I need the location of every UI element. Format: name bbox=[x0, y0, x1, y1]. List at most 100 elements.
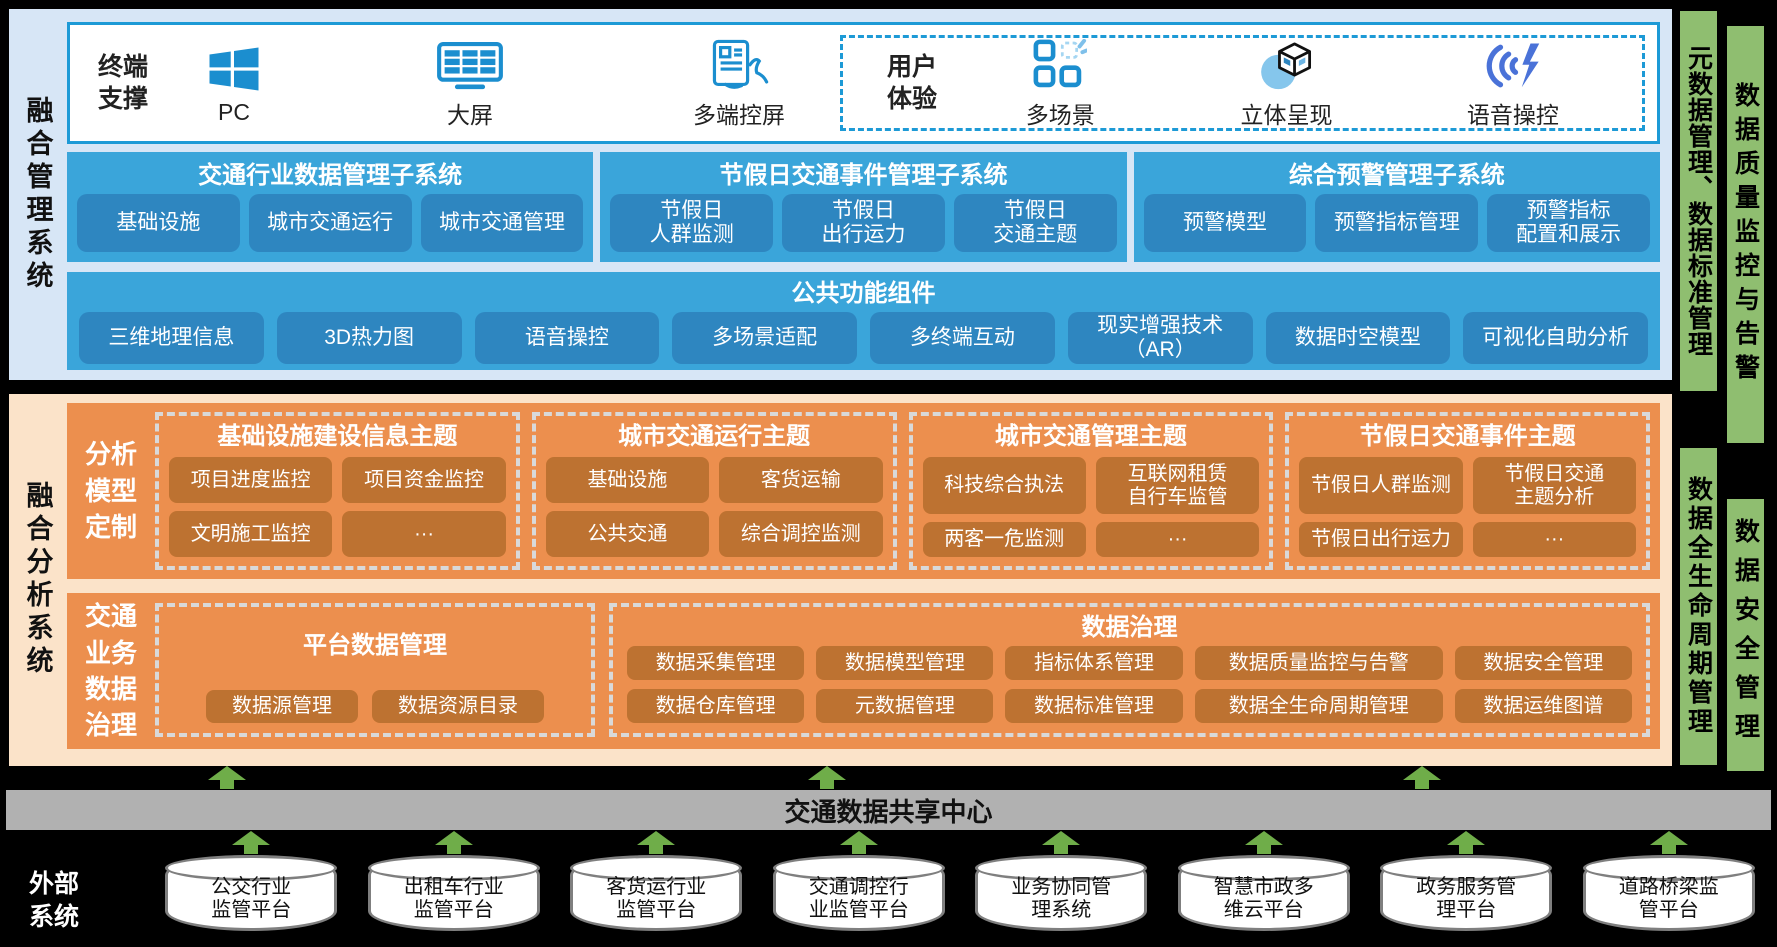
topic-urban-traffic-operation: 城市交通运行主题 基础设施 客货运输 公共交通 综合调控监测 bbox=[531, 412, 897, 570]
ux-item-label: 语音操控 bbox=[1466, 101, 1559, 128]
fusion-analysis-content: 分析 模型 定制 基础设施建设信息主题 项目进度监控 项目资金监控 文明施工监控… bbox=[67, 394, 1672, 766]
data-governance-rows: 数据采集管理 数据模型管理 指标体系管理 数据质量监控与告警 数据安全管理 数据… bbox=[627, 646, 1632, 723]
governance-button: 数据仓库管理 bbox=[627, 689, 805, 723]
external-platform-cylinder: 道路桥梁监 管平台 bbox=[1582, 855, 1755, 931]
external-platforms-row: 公交行业 监管平台 出租车行业 监管平台 客货运行业 监管平台 交通调控行 业监… bbox=[150, 855, 1770, 933]
data-governance-title: 数据治理 bbox=[1081, 614, 1178, 641]
common-component-button: 语音操控 bbox=[474, 312, 660, 365]
platform-data-management-box: 平台数据管理 数据源管理 数据资源目录 bbox=[155, 603, 595, 737]
user-experience-label: 用户 体验 bbox=[887, 52, 938, 114]
data-governance-boxes: 平台数据管理 数据源管理 数据资源目录 数据治理 数据采集管理 数据模型管理 bbox=[155, 593, 1660, 749]
ux-item-label: 多场景 bbox=[1025, 101, 1095, 128]
terminal-support-box: 终端 支撑 PC bbox=[67, 22, 1660, 144]
cylinder-label: 智慧市政多 维云平台 bbox=[1213, 876, 1314, 921]
data-governance-panel: 交通 业务 数据 治理 平台数据管理 数据源管理 数据资源目录 数据治理 bbox=[67, 593, 1660, 749]
big-screen-icon bbox=[437, 37, 503, 95]
topic-button-ellipsis: ··· bbox=[1472, 522, 1636, 557]
topic-title: 城市交通运行主题 bbox=[618, 423, 811, 450]
subsystem-button: 预警指标管理 bbox=[1315, 194, 1479, 252]
up-arrow bbox=[208, 766, 246, 789]
cylinder-label: 公交行业 监管平台 bbox=[211, 876, 292, 921]
topic-title: 节假日交通事件主题 bbox=[1359, 423, 1576, 450]
terminal-item-label: 多端控屏 bbox=[693, 101, 786, 128]
governance-button: 数据标准管理 bbox=[1005, 689, 1183, 723]
subsystem-button: 节假日 出行运力 bbox=[782, 194, 945, 252]
up-arrow bbox=[637, 831, 676, 854]
external-platform-cylinder: 出租车行业 监管平台 bbox=[367, 855, 540, 931]
topic-button-ellipsis: ··· bbox=[342, 511, 506, 557]
voice-control-icon bbox=[1484, 37, 1542, 95]
up-arrow bbox=[1403, 766, 1441, 789]
up-arrow bbox=[1042, 831, 1081, 854]
cylinder-label: 业务协同管 理系统 bbox=[1011, 876, 1112, 921]
topic-button: 文明施工监控 bbox=[169, 511, 333, 557]
subsystems-row: 交通行业数据管理子系统 基础设施 城市交通运行 城市交通管理 节假日交通事件管理… bbox=[67, 152, 1660, 262]
common-component-button: 多场景适配 bbox=[672, 312, 857, 365]
subsystem-button: 节假日 人群监测 bbox=[610, 194, 774, 252]
common-component-button: 三维地理信息 bbox=[79, 312, 264, 365]
terminal-item-label: 大屏 bbox=[447, 101, 494, 128]
common-component-button: 可视化自助分析 bbox=[1463, 312, 1648, 365]
analysis-model-panel: 分析 模型 定制 基础设施建设信息主题 项目进度监控 项目资金监控 文明施工监控… bbox=[67, 403, 1660, 579]
cylinder-label: 交通调控行 业监管平台 bbox=[808, 876, 909, 921]
subsystem-title: 综合预警管理子系统 bbox=[1288, 162, 1505, 189]
subsystem-title: 节假日交通事件管理子系统 bbox=[719, 162, 1008, 189]
external-platform-cylinder: 交通调控行 业监管平台 bbox=[772, 855, 945, 931]
terminal-item-label: PC bbox=[218, 99, 250, 125]
governance-button: 数据全生命周期管理 bbox=[1194, 689, 1443, 723]
ux-item-3d: 立体呈现 bbox=[1173, 37, 1399, 130]
external-platform-cylinder: 客货运行业 监管平台 bbox=[570, 855, 743, 931]
right-bar-data-security-management: 数据安全管理 bbox=[1727, 499, 1764, 771]
terminal-item-big-screen: 大屏 bbox=[437, 37, 503, 130]
right-bar-metadata-standard-management: 元数据管理、数据标准管理 bbox=[1680, 11, 1717, 391]
up-arrow bbox=[808, 766, 846, 789]
topic-button: 综合调控监测 bbox=[719, 511, 883, 557]
governance-button: 数据质量监控与告警 bbox=[1194, 646, 1443, 680]
subsystem-comprehensive-warning: 综合预警管理子系统 预警模型 预警指标管理 预警指标 配置和展示 bbox=[1133, 152, 1660, 262]
topic-button: 节假日人群监测 bbox=[1299, 457, 1463, 515]
governance-button: 元数据管理 bbox=[816, 689, 994, 723]
topic-button: 基础设施 bbox=[545, 457, 710, 503]
common-components-box: 公共功能组件 三维地理信息 3D热力图 语音操控 多场景适配 多终端互动 现实增… bbox=[67, 272, 1660, 370]
topic-buttons: 基础设施 客货运输 公共交通 综合调控监测 bbox=[545, 457, 883, 557]
data-share-center-title: 交通数据共享中心 bbox=[784, 796, 993, 827]
user-experience-box: 用户 体验 多场景 bbox=[840, 35, 1645, 131]
data-share-center-bar: 交通数据共享中心 bbox=[6, 790, 1771, 830]
up-arrow bbox=[434, 831, 473, 854]
cylinder-label: 客货运行业 监管平台 bbox=[606, 876, 707, 921]
subsystem-traffic-industry-data: 交通行业数据管理子系统 基础设施 城市交通运行 城市交通管理 bbox=[67, 152, 594, 262]
governance-button: 指标体系管理 bbox=[1005, 646, 1183, 680]
up-arrow bbox=[232, 831, 271, 854]
subsystem-button: 城市交通管理 bbox=[420, 194, 584, 252]
subsystem-title: 交通行业数据管理子系统 bbox=[198, 162, 463, 189]
topic-button: 项目资金监控 bbox=[342, 457, 506, 503]
up-arrow bbox=[1649, 831, 1688, 854]
subsystem-buttons: 预警模型 预警指标管理 预警指标 配置和展示 bbox=[1143, 194, 1650, 252]
external-platform-cylinder: 智慧市政多 维云平台 bbox=[1177, 855, 1350, 931]
external-platform-cylinder: 业务协同管 理系统 bbox=[975, 855, 1148, 931]
governance-button: 数据安全管理 bbox=[1454, 646, 1632, 680]
topic-button: 科技综合执法 bbox=[922, 457, 1086, 515]
fusion-analysis-rail-label: 融合分析系统 bbox=[22, 481, 53, 679]
ux-item-label: 立体呈现 bbox=[1240, 101, 1333, 128]
fusion-management-section: 融合管理系统 终端 支撑 PC bbox=[9, 9, 1672, 380]
data-governance-box: 数据治理 数据采集管理 数据模型管理 指标体系管理 数据质量监控与告警 数据安全… bbox=[609, 603, 1650, 737]
ux-item-voice: 语音操控 bbox=[1400, 37, 1626, 130]
common-component-button: 数据时空模型 bbox=[1265, 312, 1451, 365]
common-component-button: 现实增强技术（AR） bbox=[1067, 312, 1253, 365]
topic-button: 节假日交通 主题分析 bbox=[1472, 457, 1636, 515]
common-components-buttons: 三维地理信息 3D热力图 语音操控 多场景适配 多终端互动 现实增强技术（AR）… bbox=[79, 312, 1648, 365]
platform-button: 数据源管理 bbox=[206, 690, 358, 723]
topic-button: 客货运输 bbox=[719, 457, 883, 503]
topic-button: 项目进度监控 bbox=[169, 457, 333, 503]
common-component-button: 3D热力图 bbox=[276, 312, 462, 365]
platform-buttons: 数据源管理 数据资源目录 bbox=[173, 690, 577, 723]
data-governance-row: 数据采集管理 数据模型管理 指标体系管理 数据质量监控与告警 数据安全管理 bbox=[627, 646, 1632, 680]
ux-item-multi-scene: 多场景 bbox=[947, 37, 1173, 130]
windows-icon bbox=[206, 40, 262, 98]
cylinder-label: 政务服务管 理平台 bbox=[1416, 876, 1517, 921]
topic-buttons: 科技综合执法 互联网租赁 自行车监管 两客一危监测 ··· bbox=[922, 457, 1260, 557]
terminal-support-label: 终端 支撑 bbox=[98, 52, 149, 114]
cube-3d-icon bbox=[1259, 37, 1315, 95]
